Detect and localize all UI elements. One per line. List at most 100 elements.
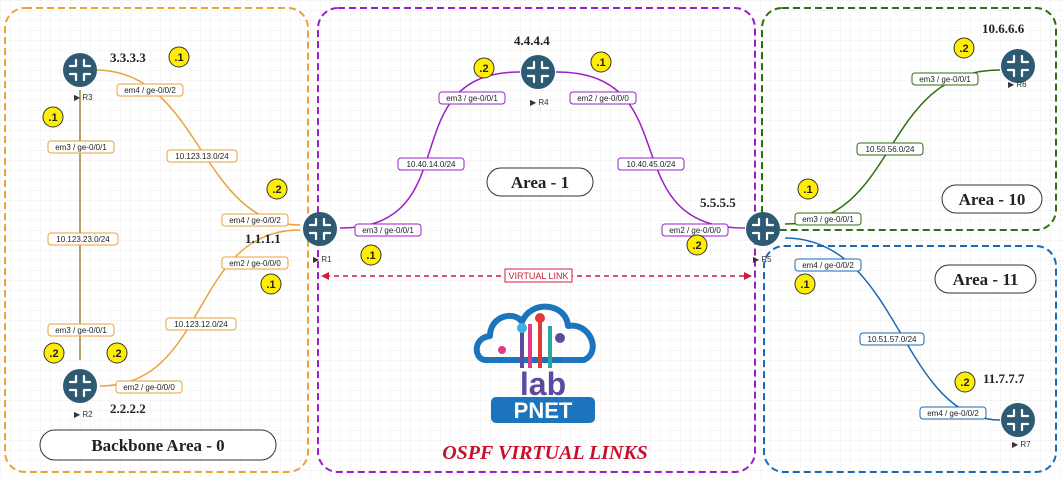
router-r1[interactable] <box>301 210 339 248</box>
iface-r5-em2: em2 / ge-0/0/0 <box>661 223 729 237</box>
interface-label-layer: em4 / ge-0/0/2 em3 / ge-0/0/1 em3 / ge-0/0… <box>47 72 987 420</box>
host-id-r5-left: .2 <box>686 234 708 256</box>
host-id-r4-right-text: .1 <box>596 57 605 69</box>
host-id-badge-layer: .1 .1 .2 .2 .2 .1 .1 .2 .1 .2 .1 .1 .2 .2 <box>42 37 976 393</box>
iface-r7-em4: em4 / ge-0/0/2 <box>919 406 987 420</box>
iface-r3-em3: em3 / ge-0/0/1 <box>47 140 115 154</box>
area11-pill <box>934 264 1037 294</box>
iface-r7-em4-text: em4 / ge-0/0/2 <box>927 409 979 418</box>
iface-r5-em2-text: em2 / ge-0/0/0 <box>669 226 721 235</box>
iface-r2-em2: em2 / ge-0/0/0 <box>115 380 183 394</box>
subnet-45-text: 10.40.45.0/24 <box>627 160 676 169</box>
page-title: OSPF VIRTUAL LINKS <box>442 442 648 464</box>
area0-pill <box>39 429 277 461</box>
router-r3[interactable] <box>61 51 99 89</box>
host-id-r2-left-text: .2 <box>49 348 58 360</box>
router-r6[interactable] <box>999 47 1037 85</box>
iface-r4-em2-text: em2 / ge-0/0/0 <box>577 94 629 103</box>
logo-node-3 <box>555 333 565 343</box>
host-id-r3-top: .1 <box>168 46 190 68</box>
host-id-r7: .2 <box>954 371 976 393</box>
pnet-lab-logo: lab PNET <box>473 303 596 423</box>
logo-node-2 <box>535 313 545 323</box>
virtual-link-label-box <box>504 268 573 283</box>
router-r2-name: ▶ R2 <box>74 410 93 419</box>
host-id-r5-left-text: .2 <box>692 240 701 252</box>
host-id-r1-right-text: .1 <box>366 250 375 262</box>
iface-r1-em2-text: em2 / ge-0/0/0 <box>229 259 281 268</box>
area10-label: Area - 10 <box>959 190 1026 209</box>
link-r2-r1 <box>99 229 301 387</box>
router-r1-name: ▶ R1 <box>313 255 332 264</box>
link-r1-r4 <box>339 71 521 229</box>
subnet-14-text: 10.40.14.0/24 <box>407 160 456 169</box>
iface-r3-em4: em4 / ge-0/0/2 <box>116 83 184 97</box>
host-id-r4-left-text: .2 <box>479 63 488 75</box>
cloud-icon <box>473 303 596 363</box>
subnet-13-text: 10.123.13.0/24 <box>175 152 229 161</box>
iface-r6-em3-text: em3 / ge-0/0/1 <box>919 75 971 84</box>
subnet-56-text: 10.50.56.0/24 <box>866 145 915 154</box>
subnet-12: 10.123.12.0/24 <box>165 317 237 331</box>
virtual-link-label: VIRTUAL LINK <box>508 271 568 281</box>
area1-pill <box>486 167 594 197</box>
iface-r2-em3-text: em3 / ge-0/0/1 <box>55 326 107 335</box>
host-id-r5-down: .1 <box>794 273 816 295</box>
virtual-link-arrow-left-icon <box>321 272 329 280</box>
logo-pnet-plate <box>491 397 595 423</box>
iface-r5-em4-text: em4 / ge-0/0/2 <box>802 261 854 270</box>
router-id-r7: 11.7.7.7 <box>983 371 1025 386</box>
host-id-r2-left: .2 <box>43 342 65 364</box>
iface-r1-em2: em2 / ge-0/0/0 <box>221 256 289 270</box>
iface-r5-em3: em3 / ge-0/0/1 <box>794 212 862 226</box>
logo-text-pnet: PNET <box>514 398 573 423</box>
host-id-r4-right: .1 <box>590 51 612 73</box>
router-r7-name: ▶ R7 <box>1012 440 1031 449</box>
virtual-link-arrow-right-icon <box>744 272 752 280</box>
iface-r1-em3: em3 / ge-0/0/1 <box>354 223 422 237</box>
router-id-r2: 2.2.2.2 <box>110 401 146 416</box>
router-r5-name: ▶ R5 <box>753 255 772 264</box>
subnet-57: 10.51.57.0/24 <box>859 332 925 346</box>
router-r2[interactable] <box>61 367 99 405</box>
host-id-r5-up-text: .1 <box>803 184 812 196</box>
host-id-r2-right-text: .2 <box>112 348 121 360</box>
iface-r1-em4: em4 / ge-0/0/2 <box>221 213 289 227</box>
host-id-r1-lower-text: .1 <box>266 279 275 291</box>
link-r4-r5 <box>555 71 746 229</box>
subnet-23: 10.123.23.0/24 <box>47 232 119 246</box>
subnet-23-text: 10.123.23.0/24 <box>56 235 110 244</box>
iface-r4-em2: em2 / ge-0/0/0 <box>569 91 637 105</box>
iface-r3-em4-text: em4 / ge-0/0/2 <box>124 86 176 95</box>
host-id-r4-left: .2 <box>473 57 495 79</box>
iface-r2-em3: em3 / ge-0/0/1 <box>47 323 115 337</box>
router-id-r1: 1.1.1.1 <box>245 231 281 246</box>
router-id-r5: 5.5.5.5 <box>700 195 736 210</box>
logo-text-lab: lab <box>520 366 566 402</box>
area0-label: Backbone Area - 0 <box>91 436 224 455</box>
host-id-r2-right: .2 <box>106 342 128 364</box>
host-id-r1-upper: .2 <box>266 178 288 200</box>
iface-r5-em3-text: em3 / ge-0/0/1 <box>802 215 854 224</box>
host-id-r5-down-text: .1 <box>800 279 809 291</box>
host-id-r1-upper-text: .2 <box>272 184 281 196</box>
router-r4[interactable] <box>519 53 557 91</box>
host-id-r6-text: .2 <box>959 43 968 55</box>
router-r7[interactable] <box>999 401 1037 439</box>
logo-node-1 <box>517 323 527 333</box>
subnet-12-text: 10.123.12.0/24 <box>174 320 228 329</box>
host-id-r7-text: .2 <box>960 377 969 389</box>
router-id-r3: 3.3.3.3 <box>110 50 146 65</box>
host-id-r3-left-text: .1 <box>48 112 57 124</box>
area10-pill <box>941 184 1043 214</box>
router-r5[interactable] <box>744 210 782 248</box>
iface-r5-em4: em4 / ge-0/0/2 <box>794 258 862 272</box>
router-id-r4: 4.4.4.4 <box>514 33 550 48</box>
area11-label: Area - 11 <box>953 270 1019 289</box>
iface-r4-em3: em3 / ge-0/0/1 <box>438 91 506 105</box>
area11-box <box>763 245 1057 473</box>
host-id-r3-top-text: .1 <box>174 52 183 64</box>
host-id-r1-lower: .1 <box>260 273 282 295</box>
subnet-56: 10.50.56.0/24 <box>856 142 924 156</box>
subnet-57-text: 10.51.57.0/24 <box>868 335 917 344</box>
